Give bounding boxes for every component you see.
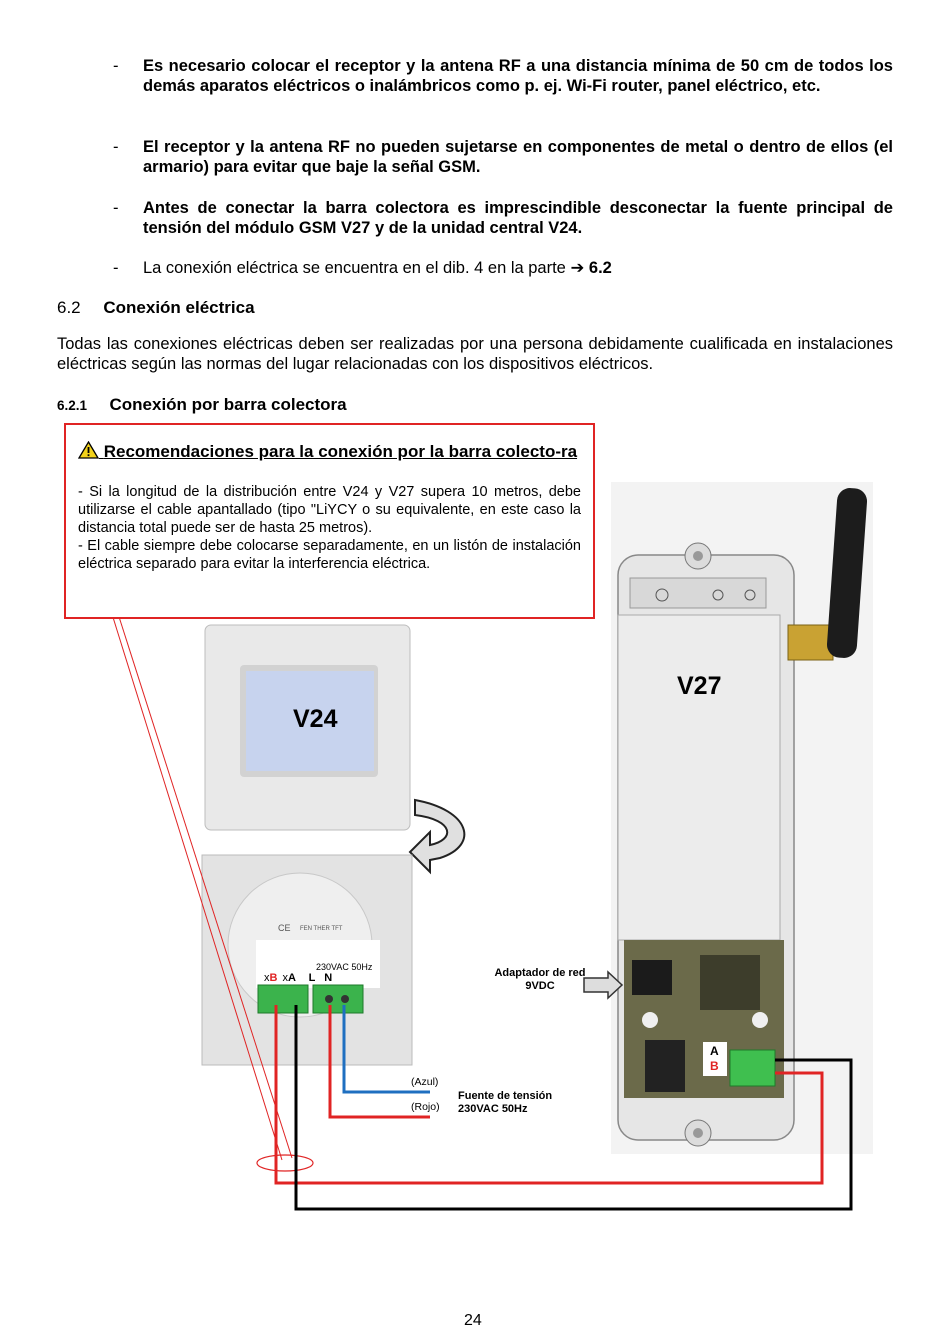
wire-black-a (294, 1005, 853, 1211)
callout-circle (256, 1154, 314, 1172)
subsection-number: 6.2.1 (57, 398, 88, 413)
terminal-n: N (324, 972, 333, 984)
terminal-block-ab (257, 984, 309, 1014)
bullet-distance: - Es necesario colocar el receptor y la … (113, 56, 893, 118)
terminal-labels: xB xA L N (264, 972, 332, 984)
bullet-text: El receptor y la antena RF no pueden suj… (143, 138, 893, 176)
callout-line (112, 597, 293, 1159)
warning-title: Recomendaciones para la conexión por la … (77, 440, 581, 462)
bullet-dash: - (113, 138, 119, 156)
section-title: Conexión eléctrica (103, 298, 255, 317)
arrow-right-icon: ➔ (570, 259, 585, 277)
terminal-b: B (269, 972, 278, 984)
bullet-text: La conexión eléctrica se encuentra en el… (143, 259, 566, 277)
azul-label: (Azul) (411, 1076, 439, 1088)
power-jack (632, 960, 672, 995)
bullet-dash: - (113, 199, 119, 217)
wire-blue (342, 1005, 430, 1094)
bullet-dash: - (113, 57, 119, 75)
antenna (826, 488, 868, 658)
adapter-label-line2: 9VDC (525, 980, 555, 992)
v27-label: V27 (677, 672, 722, 700)
section-paragraph: Todas las conexiones eléctricas deben se… (57, 335, 893, 373)
wire-red-power (328, 1005, 430, 1119)
warning-body: - Si la longitud de la distribución entr… (78, 483, 581, 573)
adapter-label-line1: Adaptador de red (494, 967, 586, 979)
power-label: Fuente de tensión 230VAC 50Hz (458, 1090, 552, 1116)
ab-label-box (703, 1042, 727, 1076)
terminal-l: L (308, 972, 316, 984)
terminal-block-ln (312, 984, 364, 1014)
subsection-title: Conexión por barra colectora (109, 395, 347, 414)
antenna-connector (787, 624, 834, 661)
bullet-text: Es necesario colocar el receptor y la an… (143, 57, 893, 95)
section-number: 6.2 (57, 298, 81, 317)
v24-screen (246, 671, 374, 771)
v24-front (204, 624, 411, 831)
adapter-arrow-icon (583, 970, 624, 1000)
warning-line: - El cable siempre debe colocarse separa… (78, 538, 581, 572)
warning-line: - Si la longitud de la distribución entr… (78, 484, 581, 536)
warning-title-text: Recomendaciones para la conexión por la … (103, 442, 578, 461)
rj-connector (645, 1040, 685, 1092)
bullet-disconnect: - Antes de conectar la barra colectora e… (113, 198, 893, 240)
v27-device (611, 482, 873, 1154)
section-heading: 6.2 Conexión eléctrica (57, 298, 255, 318)
ab-a: A (710, 1044, 719, 1058)
callout-line (106, 597, 283, 1161)
warning-triangle-icon (77, 440, 100, 459)
bullet-metal: - El receptor y la antena RF no pueden s… (113, 137, 893, 179)
green-terminal (729, 1049, 776, 1087)
terminal-x2: x (282, 972, 289, 984)
subsection-heading: 6.2.1 Conexión por barra colectora (57, 395, 347, 415)
rojo-label: (Rojo) (411, 1101, 440, 1113)
power-label-line1: Fuente de tensión (458, 1090, 553, 1102)
bullet-text: Antes de conectar la barra colectora es … (143, 199, 893, 237)
adapter-label: Adaptador de red 9VDC (494, 967, 586, 993)
v24-back (201, 854, 413, 1066)
terminal-a: A (288, 972, 296, 984)
wire-red-b (274, 1005, 824, 1185)
bullet-dash: - (113, 259, 119, 277)
v27-top-panel (629, 577, 767, 609)
ab-b: B (710, 1059, 719, 1073)
ce-mark: CE (278, 923, 291, 933)
device-text: FEN THER TFT (300, 926, 343, 932)
ab-labels: A B (710, 1044, 719, 1074)
power-label-line2: 230VAC 50Hz (458, 1103, 528, 1115)
bullet-connection-ref: - La conexión eléctrica se encuentra en … (113, 258, 893, 280)
terminal-label-box (256, 940, 380, 988)
rotate-arrow-icon (408, 798, 466, 875)
warning-box: Recomendaciones para la conexión por la … (64, 423, 595, 619)
terminal-voltage-label: 230VAC 50Hz (316, 962, 373, 972)
section-reference-link[interactable]: 6.2 (588, 259, 612, 277)
v27-front-cover (617, 614, 781, 941)
v24-label: V24 (293, 705, 338, 733)
terminal-x1: x (264, 972, 270, 984)
page-number: 24 (464, 1312, 482, 1329)
